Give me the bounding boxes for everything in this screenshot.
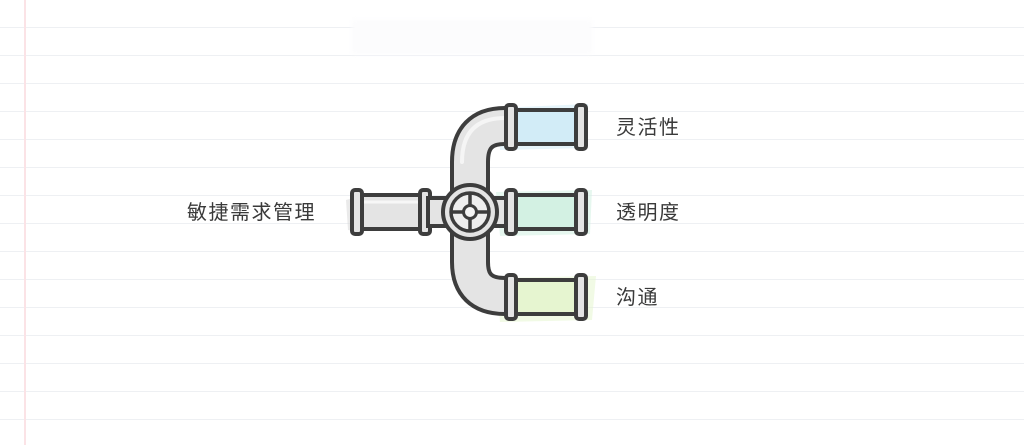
notebook-margin-line xyxy=(24,0,26,445)
branch-pipe-1 xyxy=(504,103,588,151)
branch-label-communication: 沟通 xyxy=(616,285,659,309)
branch-label-flexibility: 灵活性 xyxy=(616,115,681,139)
faded-title-area xyxy=(352,20,592,54)
branch-pipe-3 xyxy=(504,273,588,321)
source-pipe xyxy=(350,188,452,236)
source-label: 敏捷需求管理 xyxy=(187,200,316,224)
branch-label-transparency: 透明度 xyxy=(616,200,681,224)
branch-pipe-2 xyxy=(488,188,588,236)
valve-icon xyxy=(441,183,499,241)
